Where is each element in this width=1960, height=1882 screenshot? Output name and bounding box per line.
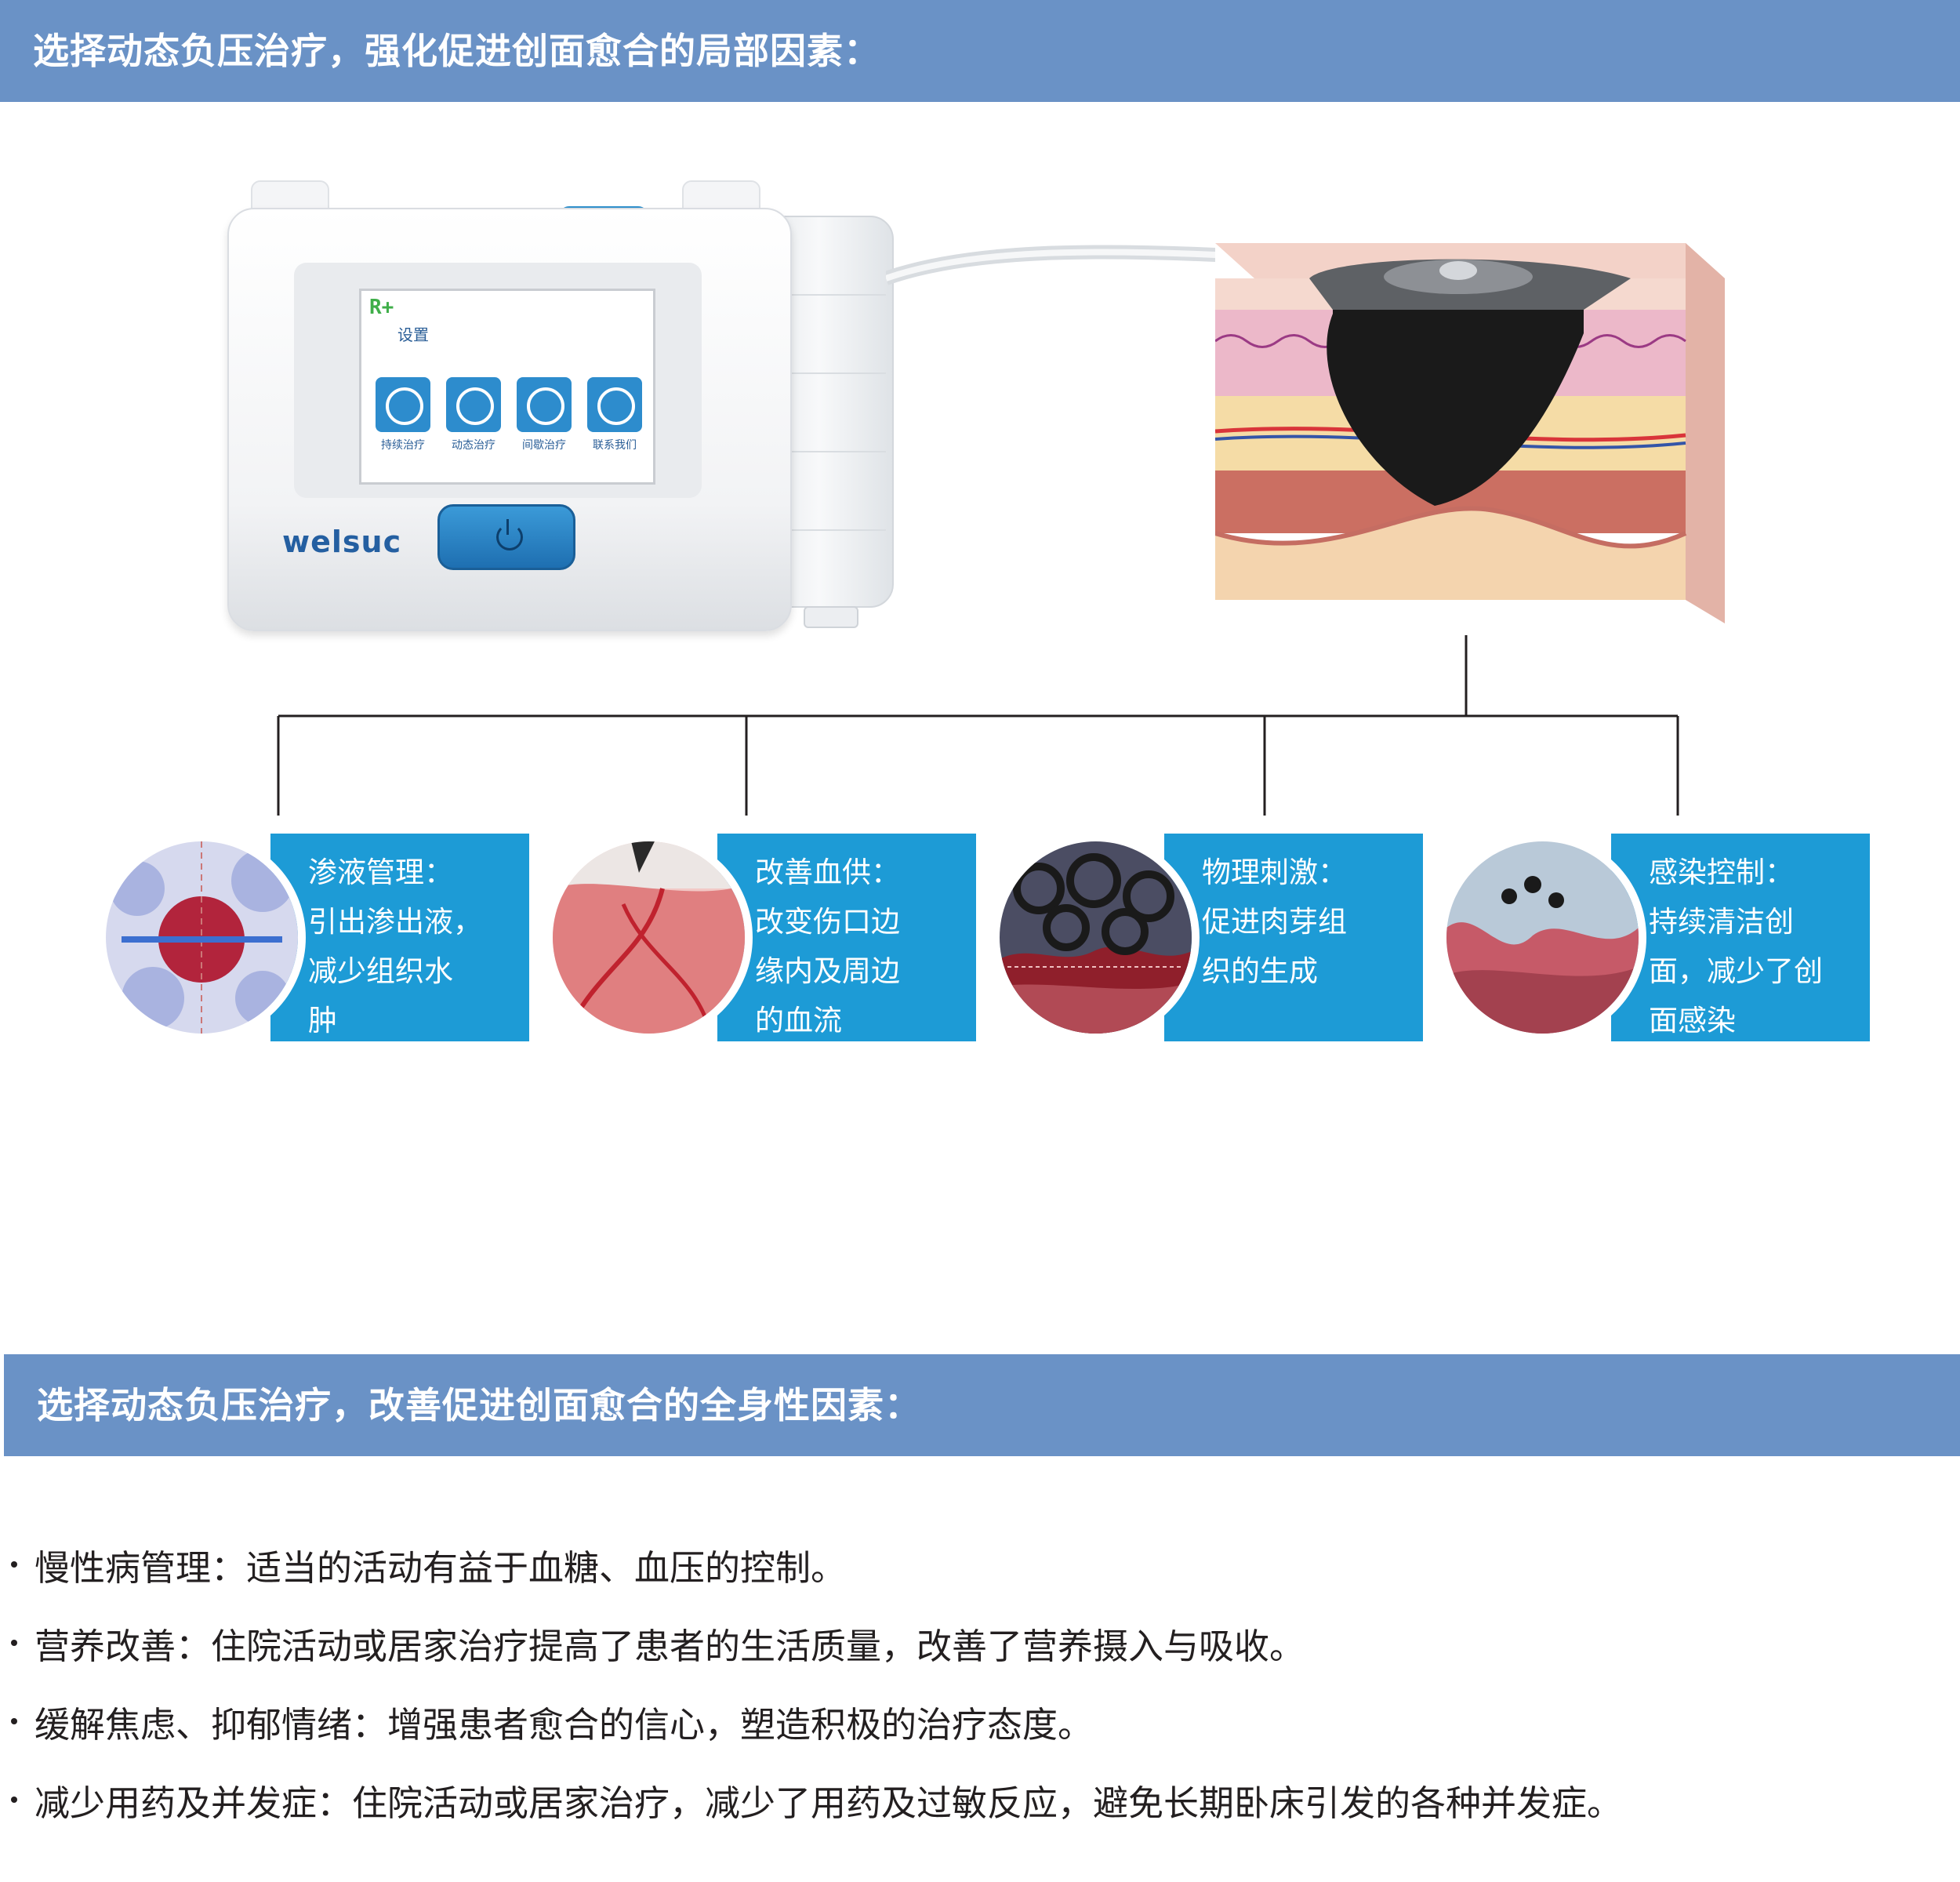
list-item: 营养改善：住院活动或居家治疗提高了患者的生活质量，改善了营养摄入与吸收。 [8, 1604, 1944, 1682]
card-line: 改变伤口边 [755, 905, 900, 939]
npwt-device-image: R+ 设置 持续治疗 动态治疗 间歇治疗 联系我们 welsuc [227, 176, 917, 639]
card-line: 面，减少了创 [1649, 954, 1823, 988]
benefit-card-exudate: 渗液管理： 引出渗出液， 减少组织水 肿 [98, 834, 529, 1041]
wound-cross-section-illustration [1215, 243, 1725, 623]
card-panel [717, 834, 976, 1041]
section-title-local: 选择动态负压治疗，强化促进创面愈合的局部因素： [33, 30, 880, 72]
screen-button-label: 间歇治疗 [522, 439, 566, 452]
card-text: 渗液管理： 引出渗出液， 减少组织水 肿 [308, 848, 524, 1045]
list-item-text: 缓解焦虑、抑郁情绪：增强患者愈合的信心，塑造积极的治疗态度。 [34, 1703, 1094, 1746]
device-brand-logo: welsuc [282, 525, 402, 559]
list-item-text: 营养改善：住院活动或居家治疗提高了患者的生活质量，改善了营养摄入与吸收。 [34, 1625, 1305, 1667]
screen-button-label: 持续治疗 [381, 439, 425, 452]
card-panel [1611, 834, 1870, 1041]
card-line: 引出渗出液， [308, 905, 482, 939]
intermittent-therapy-icon [517, 377, 572, 432]
canister-ridge [776, 451, 886, 452]
continuous-therapy-icon [376, 377, 430, 432]
card-line: 的血流 [755, 1004, 842, 1037]
benefit-card-blood-supply: 改善血供： 改变伤口边 缘内及周边 的血流 [545, 834, 976, 1041]
drainage-tube [886, 245, 1262, 285]
device-screen: R+ 设置 持续治疗 动态治疗 间歇治疗 联系我们 [359, 289, 655, 485]
card-text: 感染控制： 持续清洁创 面，减少了创 面感染 [1649, 848, 1864, 1045]
card-title: 渗液管理： [308, 856, 453, 889]
card-title: 感染控制： [1649, 856, 1794, 889]
benefit-card-stimulation: 物理刺激： 促进肉芽组 织的生成 [992, 834, 1423, 1041]
section-header-systemic: 选择动态负压治疗，改善促进创面愈合的全身性因素： [4, 1354, 1960, 1456]
card-line: 持续清洁创 [1649, 905, 1794, 939]
bullet-icon [11, 1561, 17, 1568]
bullet-icon [11, 1718, 17, 1724]
granulation-illustration [992, 834, 1200, 1041]
dynamic-therapy-icon [446, 377, 501, 432]
list-item: 缓解焦虑、抑郁情绪：增强患者愈合的信心，塑造积极的治疗态度。 [8, 1682, 1944, 1760]
card-panel [1164, 834, 1423, 1041]
card-line: 减少组织水 [308, 954, 453, 988]
canister-ridge [776, 294, 886, 296]
card-line: 肿 [308, 1004, 337, 1037]
benefit-card-infection: 感染控制： 持续清洁创 面，减少了创 面感染 [1439, 834, 1870, 1041]
list-item: 慢性病管理：适当的活动有益于血糖、血压的控制。 [8, 1525, 1944, 1604]
phone-icon [587, 377, 642, 432]
section-title-systemic: 选择动态负压治疗，改善促进创面愈合的全身性因素： [37, 1384, 921, 1426]
card-line: 织的生成 [1202, 954, 1318, 988]
bullet-icon [11, 1640, 17, 1646]
card-line: 促进肉芽组 [1202, 905, 1347, 939]
screen-button-label: 动态治疗 [452, 439, 495, 452]
canister-ridge [776, 372, 886, 374]
bullet-icon [11, 1797, 17, 1803]
card-panel [270, 834, 529, 1041]
screen-logo: R+ [369, 296, 394, 319]
card-title: 改善血供： [755, 856, 900, 889]
card-text: 物理刺激： 促进肉芽组 织的生成 [1202, 848, 1417, 996]
card-text: 改善血供： 改变伤口边 缘内及周边 的血流 [755, 848, 971, 1045]
list-item-text: 减少用药及并发症：住院活动或居家治疗，减少了用药及过敏反应，避免长期卧床引发的各… [34, 1782, 1623, 1824]
device-nozzle [804, 606, 858, 628]
screen-title: 设置 [397, 325, 429, 344]
exudate-illustration [98, 834, 306, 1041]
infection-control-illustration [1439, 834, 1646, 1041]
blood-supply-illustration [545, 834, 753, 1041]
section-header-local: 选择动态负压治疗，强化促进创面愈合的局部因素： [0, 0, 1960, 102]
list-item-text: 慢性病管理：适当的活动有益于血糖、血压的控制。 [34, 1546, 847, 1589]
screen-button-label: 联系我们 [593, 439, 637, 452]
canister-ridge [776, 529, 886, 531]
card-title: 物理刺激： [1202, 856, 1347, 889]
list-item: 减少用药及并发症：住院活动或居家治疗，减少了用药及过敏反应，避免长期卧床引发的各… [8, 1760, 1944, 1839]
systemic-factors-list: 慢性病管理：适当的活动有益于血糖、血压的控制。 营养改善：住院活动或居家治疗提高… [8, 1525, 1944, 1839]
card-line: 缘内及周边 [755, 954, 900, 988]
power-icon [437, 504, 575, 570]
card-line: 面感染 [1649, 1004, 1736, 1037]
connector-lines [277, 635, 1679, 816]
